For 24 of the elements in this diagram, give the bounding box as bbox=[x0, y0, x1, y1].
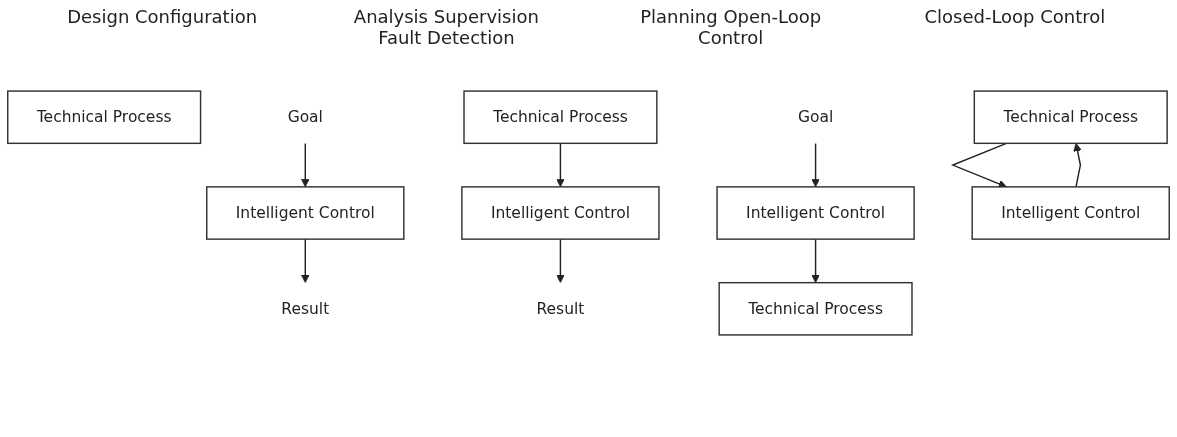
node-text: Result bbox=[281, 299, 330, 318]
panel-heading: Analysis Supervision Fault Detection bbox=[352, 6, 540, 48]
node-text: Goal bbox=[797, 107, 834, 126]
arrow bbox=[556, 238, 565, 284]
arrow bbox=[556, 142, 565, 188]
node-box: Intelligent Control bbox=[206, 186, 405, 240]
panel-heading: Closed-Loop Control bbox=[923, 6, 1107, 29]
panel-heading: Design Configuration bbox=[66, 6, 259, 29]
node-box: Technical Process bbox=[7, 90, 202, 145]
node-box: Technical Process bbox=[463, 90, 658, 145]
arrow bbox=[811, 142, 820, 188]
arrow bbox=[950, 142, 1008, 188]
node-text: Goal bbox=[287, 107, 323, 126]
node-box: Intelligent Control bbox=[971, 186, 1170, 240]
arrow bbox=[301, 238, 310, 284]
arrow bbox=[811, 238, 820, 284]
arrow bbox=[1073, 142, 1082, 188]
arrow bbox=[301, 142, 310, 188]
panel-heading: Planning Open-Loop Control bbox=[639, 6, 823, 48]
node-text: Result bbox=[536, 299, 585, 318]
node-box: Intelligent Control bbox=[716, 186, 915, 240]
node-box: Intelligent Control bbox=[461, 186, 660, 240]
node-box: Technical Process bbox=[718, 281, 913, 336]
node-box: Technical Process bbox=[973, 90, 1168, 145]
